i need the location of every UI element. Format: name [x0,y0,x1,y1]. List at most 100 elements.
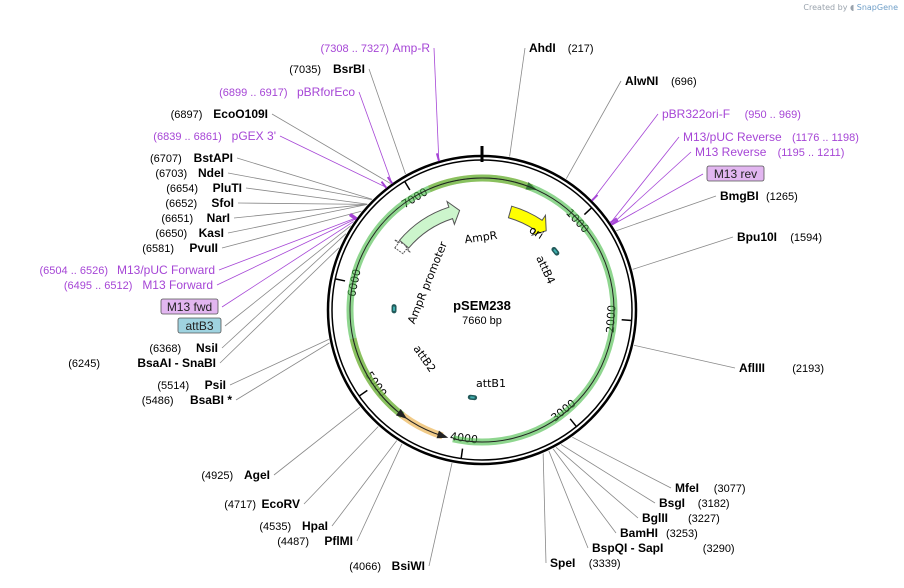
site-label-bspqi-sapi: BspQI - SapI (3290) [592,541,735,555]
site-name: BspQI - SapI [592,541,663,555]
primer-site-mark [435,153,441,162]
site-position: (7308 .. 7327) [321,43,390,55]
site-name: MfeI [675,481,699,495]
site-position: (5486) [142,395,174,407]
site-label-pbr322ori-f: pBR322ori-F(950 .. 969) [662,107,801,121]
feature-attb4-site-core [553,248,558,254]
site-name: BglII [642,511,668,525]
site-position: (3339) [589,558,621,570]
label-box-text: M13 rev [714,167,757,181]
site-label-kasi: KasI(6650) [155,226,224,240]
connector-pgex-3 [279,135,386,188]
site-name: BstAPI [194,151,233,165]
connector-bsrbi [368,68,406,175]
site-position: (3227) [688,513,720,525]
site-position: (6897) [171,109,203,121]
site-position: (4535) [259,521,291,533]
site-position: (1176 .. 1198) [792,132,859,144]
site-label-mfei: MfeI (3077) [675,481,746,495]
connector-m13-forward [216,218,356,286]
site-label-pvuii: PvuII(6581) [142,241,218,255]
site-name: BmgBI [720,189,759,203]
credit-brand: SnapGene [856,3,898,12]
site-name: BsgI [659,496,685,510]
site-position: (6654) [166,183,198,195]
site-label-bmgbi: BmgBI (1265) [720,189,798,203]
credit-prefix: Created by [803,3,848,12]
site-name: NdeI [198,166,224,180]
orf-arrowhead [395,409,408,419]
site-name: EcoRV [262,497,300,511]
connector-pflmi [356,443,403,542]
site-name: SpeI [550,556,575,570]
site-label-ahdi: AhdI(217) [529,41,593,55]
site-label-pluti: PluTI(6654) [166,181,242,195]
label-box [160,298,219,315]
site-label-nari: NarI(6651) [161,211,230,225]
connector-ecoo109i [271,113,391,184]
site-position: (4717) [224,499,256,511]
connector-bamhi [552,448,617,534]
tick-mark [460,448,464,459]
connector-m13-fwd [221,221,354,308]
site-position: (6368) [149,343,181,355]
site-label-ecoo109i: EcoO109I(6897) [171,107,268,121]
site-label-m13-forward: M13 Forward(6495 .. 6512) [64,278,213,292]
site-name: PflMI [324,534,353,548]
site-position: (6581) [142,243,174,255]
primer-site-mark [348,214,357,221]
plasmid-size: 7660 bp [462,315,502,327]
primer-site-mark [610,219,619,226]
site-position: (4487) [277,536,309,548]
site-label-agei: AgeI(4925) [201,468,270,482]
tick-mark [335,278,346,282]
site-name: pBRforEco [297,85,355,99]
feature-label-attb1: attB1 [476,377,506,390]
site-name: BsaAI - SnaBI [137,356,216,370]
site-name: AgeI [244,468,270,482]
connector-agei [273,406,361,476]
site-position: (7035) [289,64,321,76]
site-position: (4066) [349,561,381,573]
site-name: M13/pUC Forward [117,263,215,277]
site-position: (3077) [714,483,746,495]
site-position: (1265) [766,191,798,203]
site-position: (3290) [703,543,735,555]
site-position: (6495 .. 6512) [64,280,133,292]
connector-m13-reverse [611,151,692,225]
connector-sfoi [237,202,368,205]
site-position: (6703) [155,168,187,180]
site-name: AhdI [529,41,556,55]
connector-pvuii [221,210,362,249]
site-label-bpu10i: Bpu10I(1594) [737,230,822,244]
site-label-pgex-3: pGEX 3'(6839 .. 6861) [153,129,276,143]
primer-site-mark [591,194,599,202]
connector-pluti [245,187,368,205]
site-label-bsrbi: BsrBI(7035) [289,62,365,76]
connector-bpu10i [632,236,734,270]
connector-ahdi [509,47,526,157]
connector-amp-r [433,47,440,161]
site-label-bsgi: BsgI(3182) [659,496,730,510]
connector-bstapi [236,157,373,200]
site-name: HpaI [302,519,328,533]
tick-mark [583,207,593,216]
connector-bsabi [235,342,330,401]
site-name: NsiI [196,341,218,355]
site-position: (696) [671,76,697,88]
site-name: BamHI [620,526,658,540]
site-position: (6650) [155,228,187,240]
primer-site-mark [609,217,618,224]
site-label-amp-r: Amp-R(7308 .. 7327) [321,41,431,55]
site-name: M13/pUC Reverse [683,130,782,144]
primer-site-mark [386,176,394,185]
site-position: (6707) [150,153,182,165]
connector-hpai [331,440,398,527]
site-label-ecorv: EcoRV (4717) [224,497,300,511]
label-box [177,317,222,334]
connector-bglii [555,447,639,519]
site-position: (6504 .. 6526) [40,265,109,277]
connector-ndei [227,172,372,201]
orf-arrowhead [436,430,449,439]
